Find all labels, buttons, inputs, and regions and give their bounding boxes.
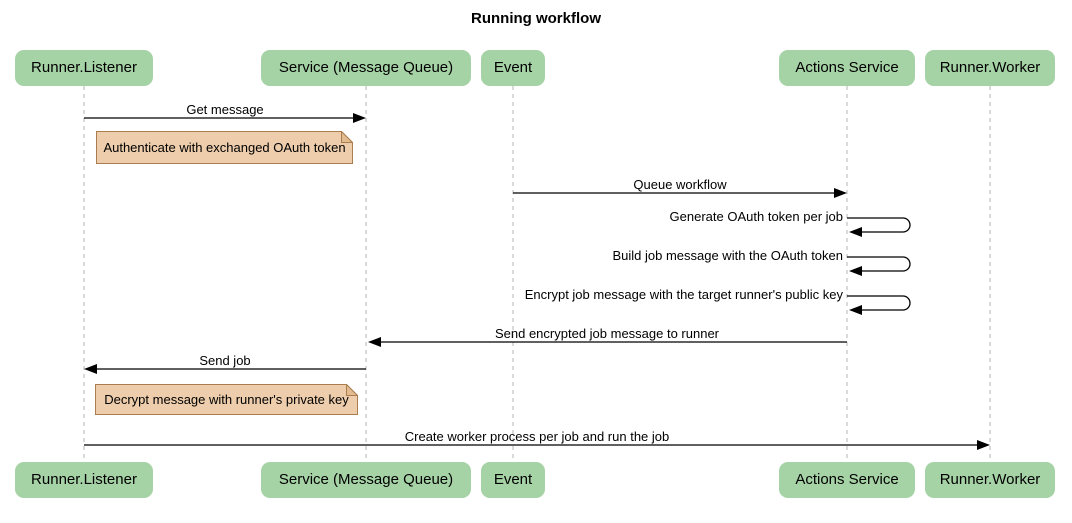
note-shape [96, 131, 353, 164]
participant-top-actions-service: Actions Service [779, 50, 915, 86]
note-shape [95, 384, 358, 415]
self-loop-build-job-message [847, 256, 911, 276]
note-background [95, 384, 358, 415]
participant-bottom-service-message-queue: Service (Message Queue) [261, 462, 471, 498]
arrowhead-left-icon [84, 364, 97, 374]
message-label-encrypt-job-message: Encrypt job message with the target runn… [524, 287, 843, 302]
note-background [96, 131, 353, 164]
arrowhead-right-icon [834, 188, 847, 198]
participant-bottom-actions-service: Actions Service [779, 462, 915, 498]
message-label-queue-workflow: Queue workflow [633, 177, 727, 192]
arrowhead-right-icon [977, 440, 990, 450]
arrow-send-job [84, 364, 366, 374]
participant-bottom-event: Event [481, 462, 545, 498]
participant-top-event: Event [481, 50, 545, 86]
message-label-get-message: Get message [186, 102, 264, 117]
note-folded-corner-icon [341, 131, 353, 143]
self-loop-line [847, 295, 911, 311]
message-label-generate-oauth-token: Generate OAuth token per job [669, 209, 843, 224]
participant-bottom-runner-listener: Runner.Listener [15, 462, 153, 498]
note-decrypt-private-key: Decrypt message with runner's private ke… [95, 384, 358, 415]
arrowhead-left-icon [849, 305, 862, 315]
note-label: Authenticate with exchanged OAuth token [103, 140, 346, 155]
arrowhead-left-icon [849, 266, 862, 276]
arrowhead-right-icon [353, 113, 366, 123]
participant-bottom-runner-worker: Runner.Worker [925, 462, 1055, 498]
arrow-queue-workflow [513, 188, 847, 198]
arrowhead-left-icon [849, 227, 862, 237]
note-authenticate-oauth: Authenticate with exchanged OAuth token [96, 131, 353, 164]
arrowhead-left-icon [368, 337, 381, 347]
arrow-get-message [84, 113, 366, 123]
message-label-send-encrypted-job-message: Send encrypted job message to runner [494, 326, 720, 341]
self-loop-generate-oauth-token [847, 217, 911, 237]
message-label-build-job-message: Build job message with the OAuth token [612, 248, 843, 263]
diagram-title: Running workflow [471, 10, 601, 27]
message-label-send-job: Send job [199, 353, 251, 368]
message-label-create-worker-process: Create worker process per job and run th… [404, 429, 670, 444]
self-loop-line [847, 217, 911, 233]
self-loop-line [847, 256, 911, 272]
self-loop-encrypt-job-message [847, 295, 911, 315]
note-label: Decrypt message with runner's private ke… [104, 392, 349, 407]
arrow-send-encrypted-job-message [368, 337, 847, 347]
arrow-create-worker-process [84, 440, 990, 450]
participant-top-service-message-queue: Service (Message Queue) [261, 50, 471, 86]
lifelines [83, 86, 991, 462]
note-folded-corner-icon [346, 384, 358, 396]
participant-top-runner-worker: Runner.Worker [925, 50, 1055, 86]
participant-top-runner-listener: Runner.Listener [15, 50, 153, 86]
